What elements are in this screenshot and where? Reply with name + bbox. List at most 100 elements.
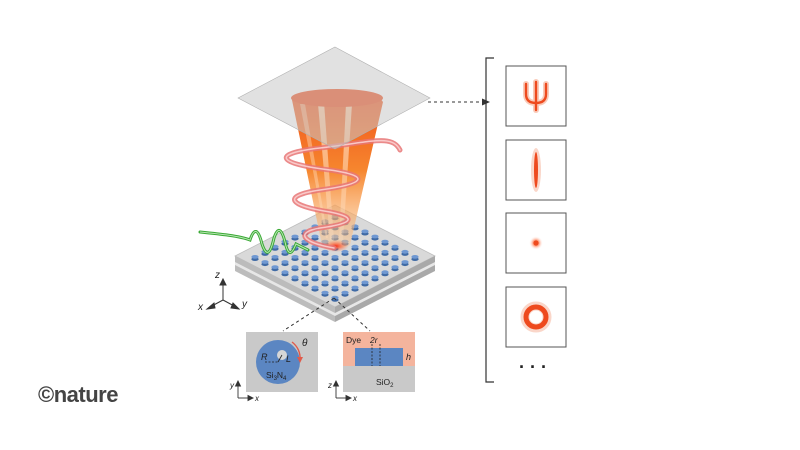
bracket bbox=[485, 57, 494, 383]
pillar bbox=[381, 239, 389, 244]
dot-pattern bbox=[533, 240, 539, 246]
pillar bbox=[311, 265, 319, 269]
pillar bbox=[361, 260, 369, 264]
pillar bbox=[251, 255, 259, 259]
angle-arrow bbox=[297, 357, 303, 363]
pillar-section bbox=[355, 348, 403, 366]
pillar bbox=[321, 260, 329, 264]
pillar bbox=[291, 265, 299, 269]
pillar bbox=[371, 234, 379, 239]
pillar bbox=[331, 265, 339, 269]
line-pattern bbox=[534, 152, 538, 188]
pillar bbox=[281, 260, 289, 264]
offset-label: L bbox=[286, 354, 291, 364]
incident-laser-highlight bbox=[199, 230, 309, 253]
nature-logo: ©nature bbox=[38, 382, 118, 408]
pillar bbox=[371, 244, 379, 249]
pillar bbox=[361, 249, 369, 254]
pillar bbox=[301, 260, 309, 264]
pillar bbox=[351, 234, 359, 239]
side-view-axes bbox=[332, 379, 353, 402]
substrate-label: SiO2 bbox=[376, 377, 394, 389]
pillar bbox=[271, 255, 279, 259]
height-label: h bbox=[406, 352, 411, 362]
pillar bbox=[271, 265, 279, 269]
main-axes bbox=[205, 277, 241, 310]
pillar bbox=[361, 280, 369, 285]
pillar bbox=[361, 239, 369, 244]
material-label: Si3N4 bbox=[266, 370, 287, 382]
inset-top-view: θ R L Si3N4 y x bbox=[229, 332, 318, 403]
offset-line bbox=[277, 354, 283, 363]
psi-pattern bbox=[524, 80, 548, 112]
pillar bbox=[341, 260, 349, 264]
inset-side-view: Dye 2r h SiO2 z x bbox=[327, 332, 415, 403]
top-view-axes bbox=[234, 379, 255, 402]
brand-name: nature bbox=[53, 382, 119, 407]
pillar bbox=[351, 244, 359, 249]
pillar bbox=[351, 285, 359, 290]
helical-wave-highlight bbox=[285, 139, 401, 249]
pillar bbox=[381, 260, 389, 264]
dye-label: Dye bbox=[346, 335, 361, 345]
pillar bbox=[371, 255, 379, 259]
pillar bbox=[301, 270, 309, 275]
pillar bbox=[381, 249, 389, 254]
pillar bbox=[371, 275, 379, 280]
pillar bbox=[351, 255, 359, 259]
pillar bbox=[281, 270, 289, 275]
pillar bbox=[321, 270, 329, 275]
ring-pattern bbox=[523, 304, 549, 330]
pillar bbox=[341, 280, 349, 285]
inset-leaders bbox=[282, 101, 484, 332]
pillar bbox=[401, 260, 409, 264]
top-axis-y: y bbox=[229, 381, 235, 390]
pillar bbox=[301, 280, 309, 285]
pillar bbox=[261, 260, 269, 264]
substrate-layer bbox=[343, 366, 415, 392]
radius-label: R bbox=[261, 352, 268, 362]
pattern-panel-ring bbox=[505, 286, 567, 348]
pillar bbox=[351, 275, 359, 280]
pattern-panel-psi bbox=[505, 65, 567, 127]
axis-z-label: z bbox=[214, 270, 220, 281]
pillar bbox=[401, 249, 409, 254]
pattern-panel-line bbox=[505, 139, 567, 201]
pillar bbox=[341, 270, 349, 275]
pillar bbox=[391, 244, 399, 249]
axis-x-label: x bbox=[197, 302, 204, 313]
pillar bbox=[391, 255, 399, 259]
pattern-panel-dot bbox=[505, 212, 567, 274]
pillar bbox=[331, 275, 339, 280]
axis-y-label: y bbox=[241, 299, 248, 310]
pillar bbox=[361, 270, 369, 275]
theta-label: θ bbox=[302, 338, 308, 349]
pillar bbox=[311, 275, 319, 280]
pillar bbox=[331, 285, 339, 290]
pillar bbox=[291, 234, 299, 239]
pillar bbox=[411, 255, 419, 259]
metasurface-slab bbox=[234, 204, 436, 322]
pillar bbox=[371, 265, 379, 269]
pillar bbox=[311, 234, 319, 239]
pillar bbox=[321, 249, 329, 254]
pillar bbox=[311, 285, 319, 290]
pillar bbox=[361, 229, 369, 234]
pillar bbox=[321, 280, 329, 285]
ellipsis: · · · bbox=[519, 357, 547, 377]
pillar bbox=[331, 255, 339, 259]
diameter-label: 2r bbox=[369, 335, 379, 345]
pillar bbox=[391, 265, 399, 269]
pillar bbox=[291, 275, 299, 280]
pillar bbox=[311, 255, 319, 259]
observation-plane bbox=[237, 46, 431, 150]
pillar bbox=[381, 270, 389, 275]
pillar bbox=[341, 290, 349, 295]
pillar bbox=[321, 290, 329, 295]
top-axis-x: x bbox=[254, 394, 260, 403]
side-axis-z: z bbox=[327, 381, 332, 390]
beam-streak bbox=[300, 104, 328, 238]
copyright-symbol: © bbox=[38, 382, 54, 407]
pillar bbox=[351, 265, 359, 269]
